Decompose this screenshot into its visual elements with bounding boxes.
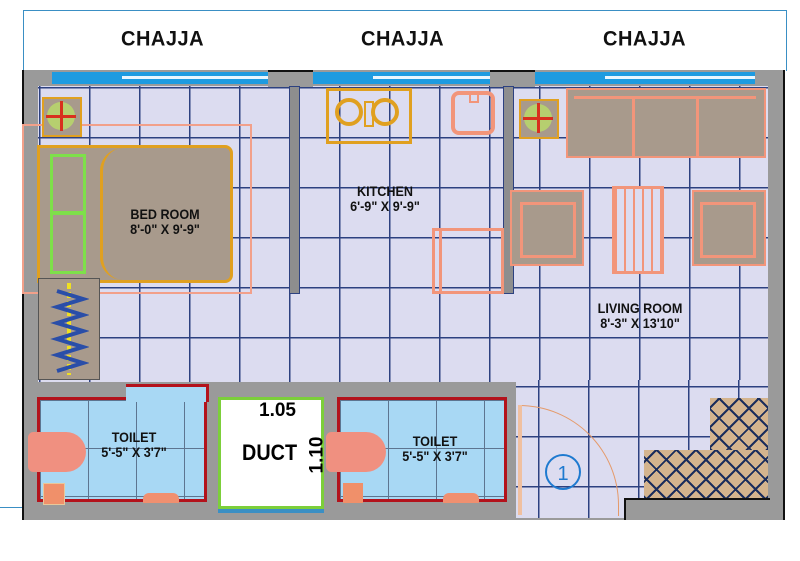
window-bedroom (52, 72, 268, 84)
duct-width: 1.05 (259, 400, 296, 421)
tap-icon (143, 493, 179, 503)
stair-hatch-lower (644, 450, 768, 498)
toilet-left-name: TOILET (111, 429, 157, 445)
kitchen-name: KITCHEN (356, 183, 413, 199)
toilet-icon (28, 432, 86, 472)
coffee-table-icon (612, 186, 664, 274)
window-living (535, 72, 755, 84)
duct-area: 1.05 DUCT 1.10 (218, 397, 327, 509)
door-leaf[interactable] (518, 405, 522, 515)
bedroom-name: BED ROOM (130, 206, 200, 222)
bedroom-dims: 8'-0" X 9'-9" (130, 221, 200, 237)
toilet-left-notch (126, 384, 209, 402)
wardrobe-icon (38, 278, 100, 380)
dimension-line (0, 507, 22, 508)
pillow-icon (50, 154, 86, 214)
chajja-label-center: CHAJJA (361, 27, 445, 51)
toilet-left-label: TOILET 5'-5" X 3'7" (93, 430, 176, 460)
blanket-fold (100, 148, 123, 280)
chajja-label-right: CHAJJA (603, 27, 687, 51)
chajja-area (23, 10, 787, 71)
living-label: LIVING ROOM 8'-3" X 13'10" (582, 301, 699, 331)
toilet-right-label: TOILET 5'-5" X 3'7" (394, 434, 477, 464)
bucket-icon-right (343, 483, 363, 503)
duct-base (218, 509, 324, 513)
kitchen-table-icon (432, 228, 504, 294)
right-wall-edge (783, 70, 785, 520)
stove-icon (326, 88, 412, 144)
left-wall-edge (22, 70, 24, 520)
armchair-icon-right (692, 190, 766, 266)
toilet-left-dims: 5'-5" X 3'7" (101, 444, 167, 460)
duct-name: DUCT (242, 440, 298, 465)
sink-icon (451, 91, 495, 135)
bedroom-label: BED ROOM 8'-0" X 9'-9" (116, 207, 215, 237)
kitchen-dims: 6'-9" X 9'-9" (350, 198, 420, 214)
entry-wall (624, 498, 770, 520)
toilet-left-floor (37, 397, 207, 502)
toilet-right-name: TOILET (412, 433, 458, 449)
plant-icon (42, 97, 82, 137)
hanger-zigzag-icon (50, 289, 89, 373)
chajja-label-left: CHAJJA (121, 27, 205, 51)
living-name: LIVING ROOM (597, 300, 683, 316)
partition-bed-kitchen (289, 86, 300, 294)
entrance-marker-icon: 1 (545, 454, 581, 490)
toilet-right-dims: 5'-5" X 3'7" (402, 448, 468, 464)
wall-pier-2 (490, 70, 535, 87)
plant-icon-living (519, 99, 559, 139)
wall-pier (268, 70, 313, 87)
tap-icon-right (443, 493, 479, 503)
living-dims: 8'-3" X 13'10" (600, 315, 680, 331)
bedroom-rug (22, 124, 252, 294)
bed-icon (37, 145, 233, 283)
toilet-icon-right (326, 432, 386, 472)
bucket-icon (43, 483, 65, 505)
window-kitchen (313, 72, 533, 84)
kitchen-label: KITCHEN 6'-9" X 9'-9" (336, 184, 435, 214)
pillow-icon (50, 212, 86, 274)
stair-hatch-icon (710, 398, 768, 450)
armchair-icon-left (510, 190, 584, 266)
sofa-icon (566, 88, 766, 158)
